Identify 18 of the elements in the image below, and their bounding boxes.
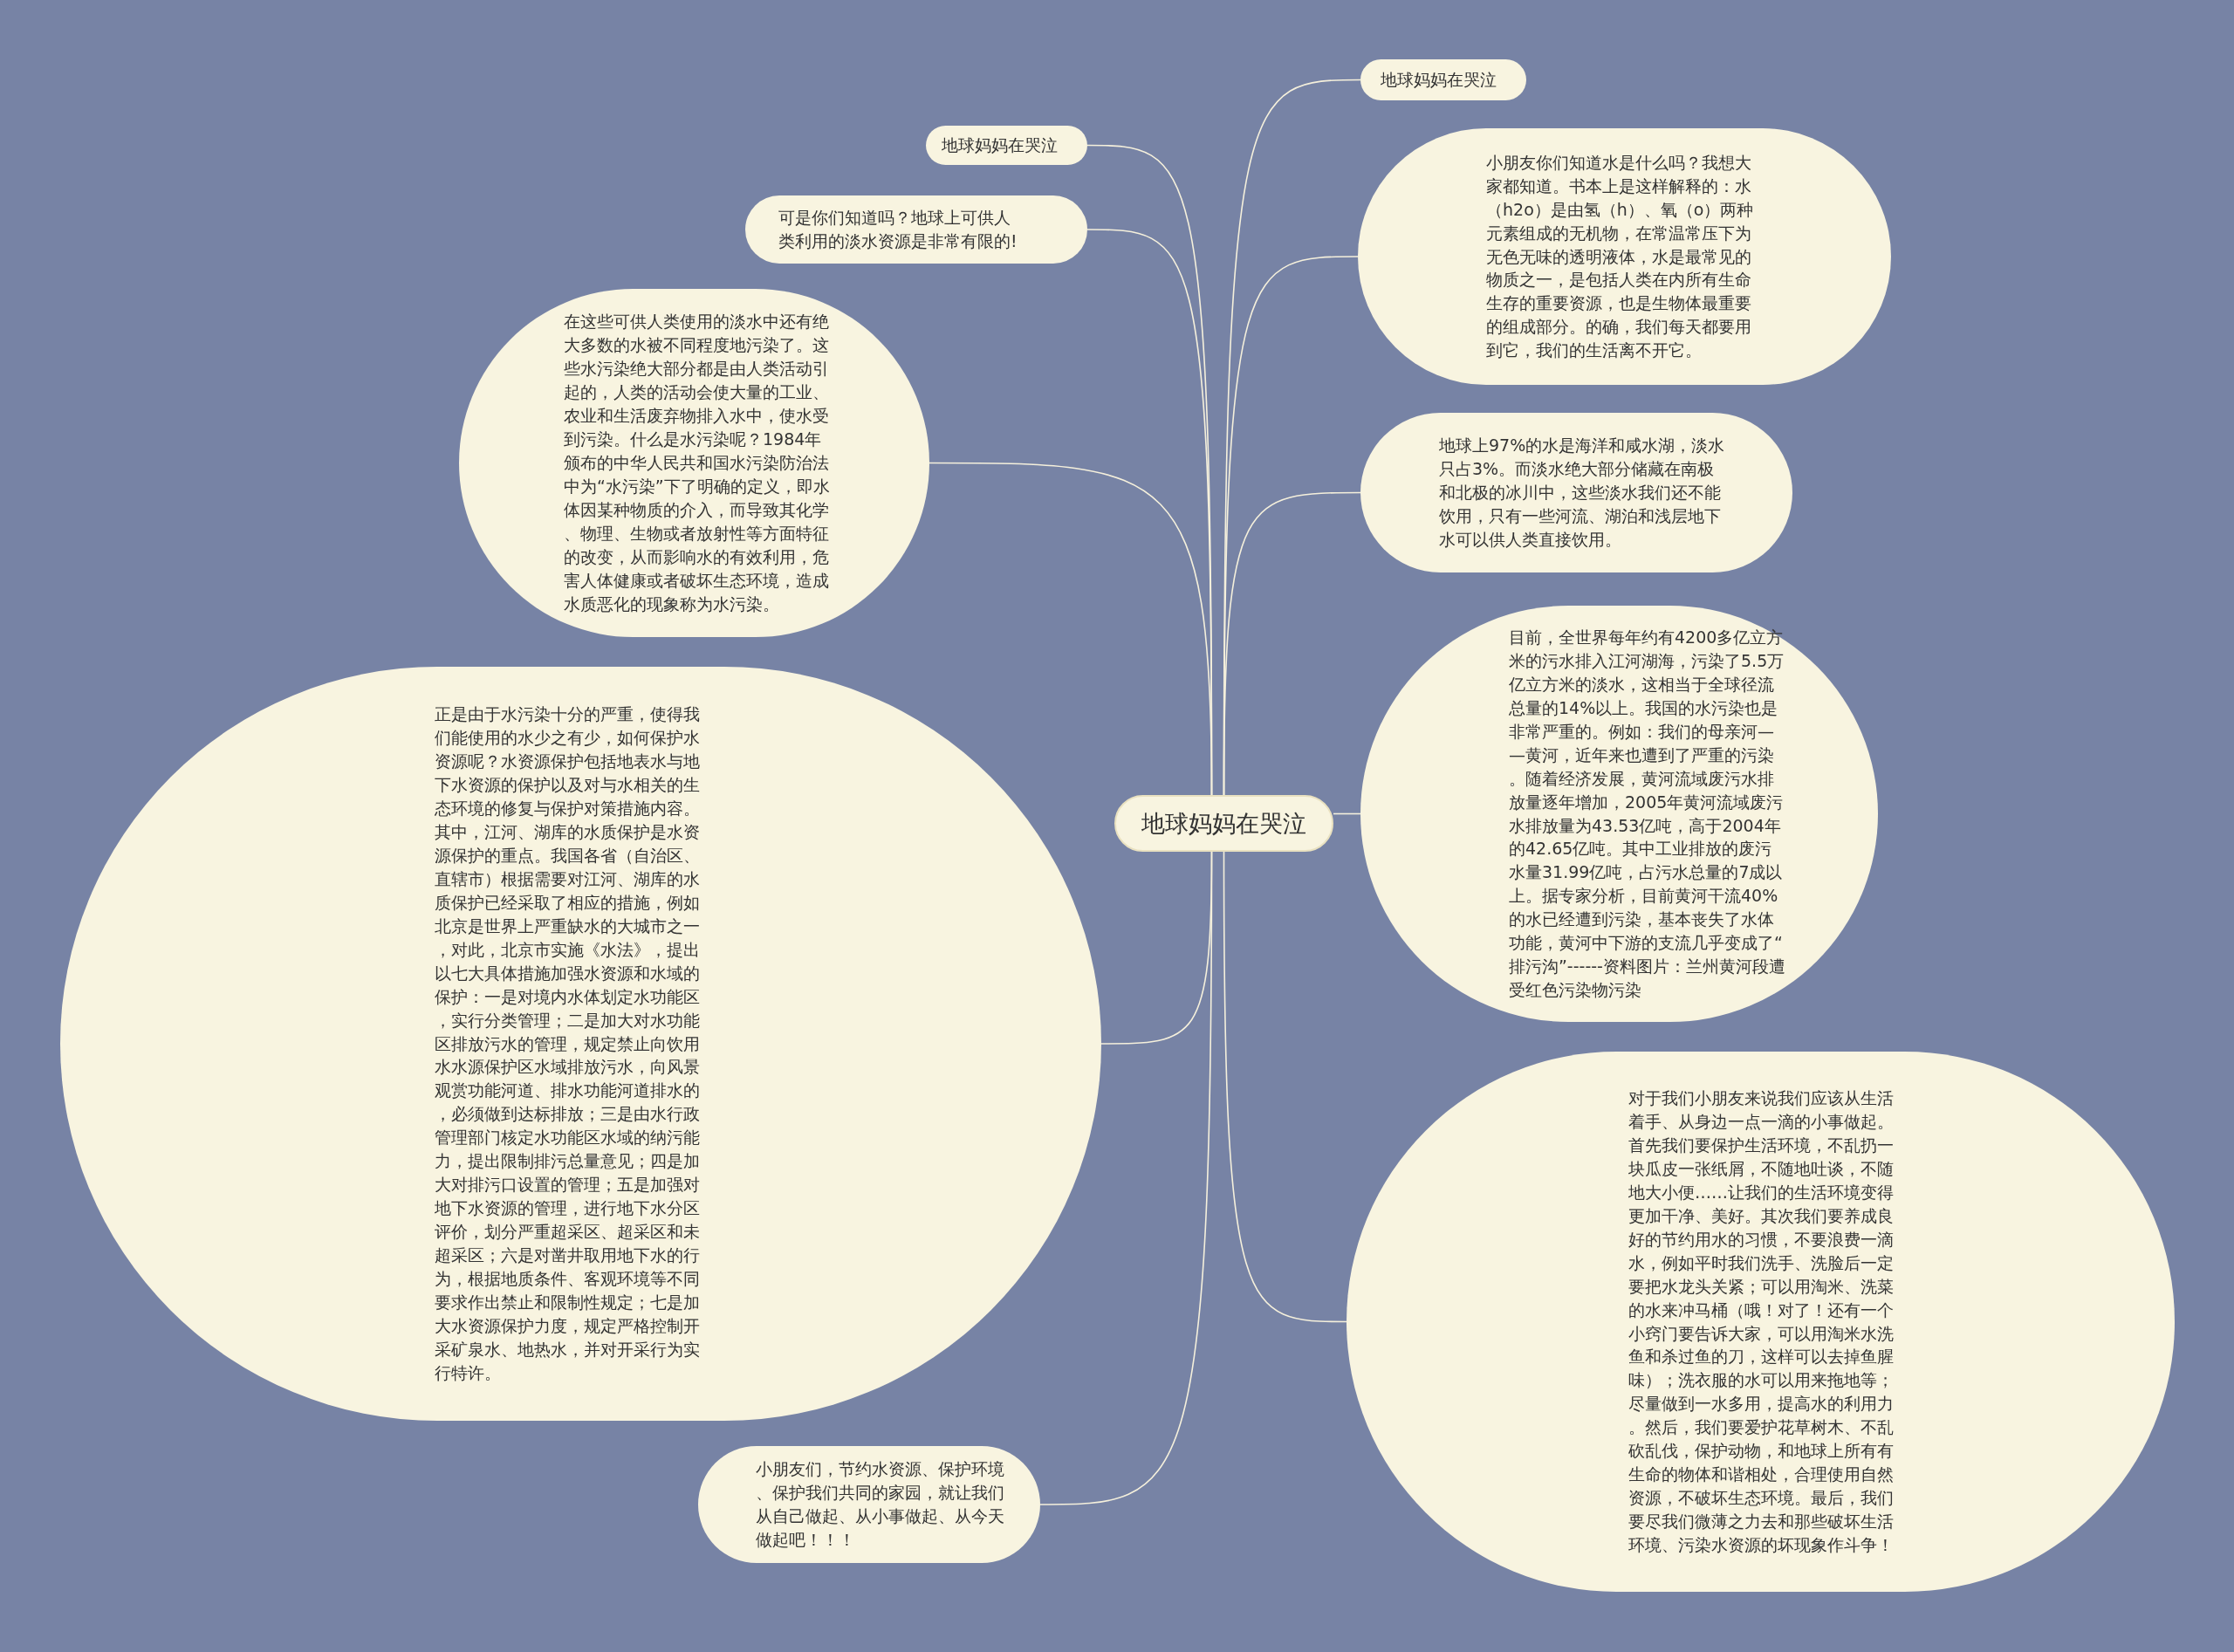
connector-line [1223, 491, 1361, 796]
topic-text: 在这些可供人类使用的淡水中还有绝大多数的水被不同程度地污染了。这些水污染绝大部分都是由人类活动引起的，人类的活动会使大量的工业、农业和生活废弃物排入水中，使水受到污染。什么是水污染呢？1984年颁布的中华人民共和国水污染防治法中为“水污染”下了明确的定义，即水体因某种物质的介入，而导致其化学、物理、生物或者放射性等方面特征的改变，从而影响水的有效利用，危害人体健康或者破坏生态环境，造成水质恶化的现象称为水污染。 [564, 311, 831, 615]
connector-line [929, 462, 1213, 796]
topic-text: 目前，全世界每年约有4200多亿立方米的污水排入江河湖海，污染了5.5万亿立方米的淡水，这相当于全球径流总量的14%以上。我国的水污染也是非常严重的。例如：我们的母亲河——黄河，近年来也遭到了严重的污染。随着经济发展，黄河流域废污水排放量逐年增加，2005年黄河流域废污水排放量为43.53亿吨，高于2004年的42.65亿吨。其中工业排放的废污水量31.99亿吨，占污水总量的7成以上。据专家分析，目前黄河干流40%的水已经遭到污染，基本丧失了水体功能，黄河中下游的支流几乎变成了“排污沟”------资料图片：兰州黄河段遭受红色污染物污染 [1509, 626, 1786, 1002]
topic-text: 小朋友们，节约水资源、保护环境、保护我们共同的家园，就让我们从自己做起、从小事做起、从今天做起吧！！！ [756, 1458, 1005, 1551]
topic-text: 地球妈妈在哭泣 [1381, 69, 1497, 91]
connector-line [1039, 851, 1213, 1505]
connector-line [1333, 812, 1361, 815]
topic-bubble [1360, 59, 1526, 100]
topic-text: 小朋友你们知道水是什么吗？我想大家都知道。书本上是这样解释的：水（h2o）是由氢（h）、氧（o）两种元素组成的无机物，在常温常压下为无色无味的透明液体，水是最常见的物质之一，是包括人类在内所有生命生存的重要资源，也是生物体最重要的组成部分。的确，我们每天都要用到它，我们的生活离不开它。 [1486, 151, 1755, 362]
connector-line [1223, 851, 1347, 1323]
topic-bubble [926, 126, 1087, 165]
topic-text: 地球妈妈在哭泣 [942, 134, 1059, 156]
topic-text: 地球上97%的水是海洋和咸水湖，淡水只占3%。而淡水绝大部分储藏在南极和北极的冰川中，这些淡水我们还不能饮用，只有一些河流、湖泊和浅层地下水可以供人类直接饮用。 [1439, 435, 1726, 551]
central-topic-text: 地球妈妈在哭泣 [1141, 808, 1306, 839]
topic-text: 可是你们知道吗？地球上可供人类利用的淡水资源是非常有限的! [778, 207, 1018, 252]
topic-text: 对于我们小朋友来说我们应该从生活着手、从身边一点一滴的小事做起。首先我们要保护生活环境，不乱扔一块瓜皮一张纸屑，不随地吐谈，不随地大小便……让我们的生活环境变得更加干净、美好。其次我们要养成良好的节约用水的习惯，不要浪费一滴水，例如平时我们洗手、洗脸后一定要把水龙头关紧；可以用淘米、洗菜的水来冲马桶（哦！对了！还有一个小窍门要告诉大家，可以用淘米水洗鱼和杀过鱼的刀，这样可以去掉鱼腥味）；洗衣服的水可以用来拖地等；尽量做到一水多用，提高水的利用力。然后，我们要爱护花草树木、不乱砍乱伐，保护动物，和地球上所有有生命的物体和谐相处，合理使用自然资源，不破坏生态环境。最后，我们要尽我们微薄之力去和那些破坏生活环境、污染水资源的坏现象作斗争！ [1628, 1086, 1895, 1557]
topic-text: 正是由于水污染十分的严重，使得我们能使用的水少之有少，如何保护水资源呢？水资源保护包括地表水与地下水资源的保护以及对与水相关的生态环境的修复与保护对策措施内容。其中，江河、湖库的水质保护是水资源保护的重点。我国各省（自治区、直辖市）根据需要对江河、湖库的水质保护已经采取了相应的措施，例如北京是世界上严重缺水的大城市之一，对此，北京市实施《水法》，提出以七大具体措施加强水资源和水域的保护：一是对境内水体划定水功能区，实行分类管理；二是加大对水功能区排放污水的管理，规定禁止向饮用水水源保护区水域排放污水，向风景观赏功能河道、排水功能河道排水的，必须做到达标排放；三是由水行政管理部门核定水功能区水域的纳污能力，提出限制排污总量意见；四是加大对排污口设置的管理；五是加强对地下水资源的管理，进行地下水分区评价，划分严重超采区、超采区和未超采区；六是对凿井取用地下水的行为，根据地质条件、客观环境等不同要求作出禁止和限制性规定；七是加大水资源保护力度，规定严格控制开采矿泉水、地热水，并对开采行为实行特许。 [435, 703, 701, 1385]
